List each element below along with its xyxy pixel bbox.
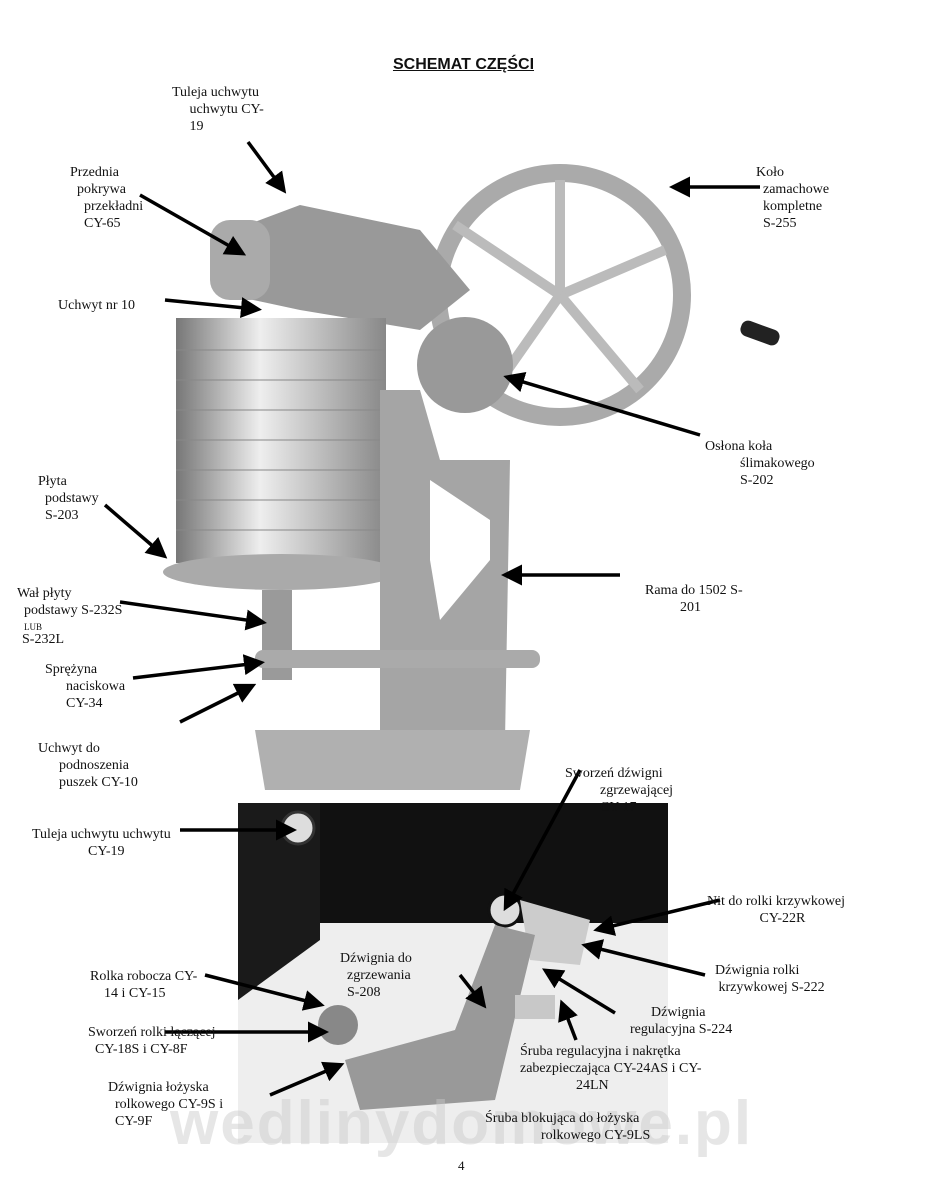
label-przednia-pokrywa: Przednia pokrywa przekładni CY-65 xyxy=(70,165,144,231)
label-rama: Rama do 1502 S- 201 xyxy=(645,583,743,615)
detail-photo xyxy=(238,803,668,1143)
label-dzwignia-regulacyjna: Dźwignia regulacyjna S-224 xyxy=(630,1005,733,1037)
label-plyta-podstawy: Płyta podstawy S-203 xyxy=(38,474,99,523)
label-sworzen-rolki: Sworzeń rolki łączącej CY-18S i CY-8F xyxy=(88,1025,216,1057)
label-tuleja-uchwytu-top: Tuleja uchwytu uchwytu CY- 19 xyxy=(172,85,264,134)
label-uchwyt-podnoszenia: Uchwyt do podnoszenia puszek CY-10 xyxy=(38,741,138,790)
page-title: SCHEMAT CZĘŚCI xyxy=(392,56,535,73)
watermark: wedlinydomowe.pl xyxy=(170,1089,754,1158)
label-tuleja-uchwytu-bottom: Tuleja uchwytu uchwytu CY-19 xyxy=(32,827,171,859)
label-dzwignia-lozyska: Dźwignia łożyska rolkowego CY-9S i CY-9F xyxy=(108,1080,224,1129)
label-rolka-robocza: Rolka robocza CY- 14 i CY-15 xyxy=(90,969,198,1001)
label-nit-rolki: Nit do rolki krzywkowej CY-22R xyxy=(707,894,846,926)
label-sworzen-dzwigni: Sworzeń dźwigni zgrzewającej CY-17 xyxy=(565,766,674,815)
page-number: 4 xyxy=(458,1158,465,1173)
label-sruba-blokujaca: Śruba blokująca do łożyska rolkowego CY-… xyxy=(485,1111,651,1143)
label-oslona-kola: Osłona koła ślimakowego S-202 xyxy=(705,439,815,488)
label-dzwignia-rolki: Dźwignia rolki krzywkowej S-222 xyxy=(715,963,825,995)
label-sruba-regulacyjna: Śruba regulacyjna i nakrętka zabezpiecza… xyxy=(520,1044,702,1093)
label-wal-plyty: Wał płyty podstawy S-232S xyxy=(17,586,123,618)
label-wal-plyty-alt: S-232L xyxy=(22,632,64,647)
label-wal-lub: LUB xyxy=(24,622,42,632)
label-kolo-zamachowe: Koło zamachowe kompletne S-255 xyxy=(756,165,830,231)
callout-arrows xyxy=(103,140,760,1097)
machine-photo xyxy=(163,164,780,790)
label-sprezyna: Sprężyna naciskowa CY-34 xyxy=(45,662,126,711)
label-uchwyt-nr-10: Uchwyt nr 10 xyxy=(58,298,135,313)
label-dzwignia-zgrzewania: Dźwignia do zgrzewania S-208 xyxy=(340,951,412,1000)
